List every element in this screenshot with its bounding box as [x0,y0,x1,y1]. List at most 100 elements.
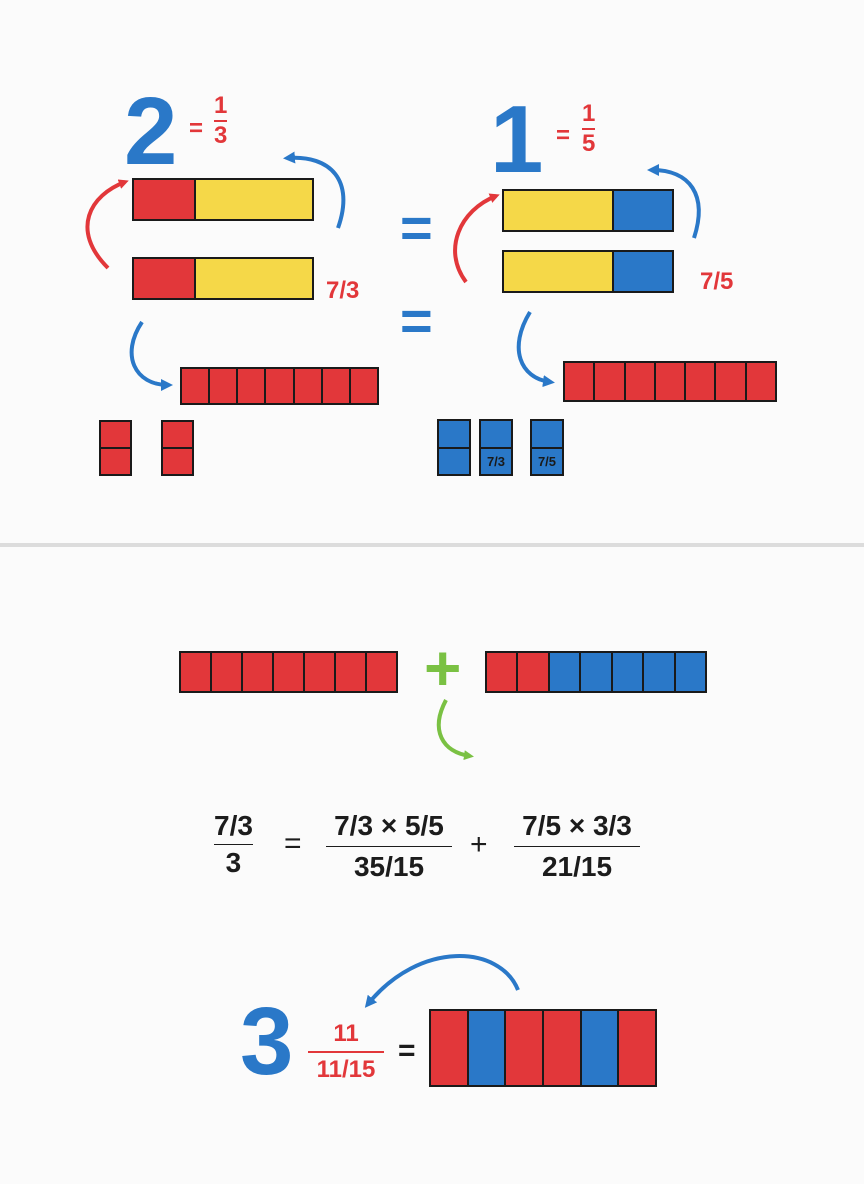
result-cell [579,1011,618,1085]
center-equals-bottom: = [400,289,433,352]
right-fraction: 1 5 [582,100,596,158]
left-strip-top [132,178,314,221]
equation-lhs-numerator: 7/3 [214,810,253,841]
unit-cell [547,653,580,691]
unit-cell [593,363,624,400]
right-strip-bottom [502,250,674,293]
strip-segment-blue [612,252,672,291]
result-equals: = [398,1034,416,1067]
left-strip-label: 7/3 [326,277,360,304]
curved-arrow-blue-bottom [364,954,520,1008]
unit-cell [714,363,745,400]
right-tile-3: 7/5 [530,419,564,476]
unit-cell [264,369,293,403]
tile-half [101,447,130,474]
right-fraction-numerator: 1 [582,100,596,127]
result-fraction-numerator: 11 [333,1020,359,1047]
tile-half [439,421,469,447]
equation-term-2: 7/5 × 3/3 21/15 [514,810,640,883]
equation-term-1: 7/3 × 5/5 35/15 [326,810,452,883]
left-tile-2 [161,420,194,476]
result-fraction-bar [308,1051,384,1053]
unit-cell [334,653,365,691]
right-tile-1 [437,419,471,476]
left-red-units-bar [180,367,379,405]
unit-cell [565,363,594,400]
unit-cell [610,653,643,691]
equation-lhs: 7/3 3 [214,810,253,879]
curved-arrow-red-right [453,193,500,284]
left-small-equals: = [189,115,204,142]
left-strip-bottom [132,257,314,300]
unit-cell [744,363,775,400]
tile-half [163,447,192,474]
unit-cell [181,653,210,691]
unit-cell [623,363,654,400]
result-fraction: 11 11/15 [308,1020,384,1084]
result-bar [429,1009,657,1087]
unit-cell [653,363,685,400]
result-cell [431,1011,467,1085]
result-cell [466,1011,505,1085]
right-strip-label: 7/5 [700,268,734,295]
unit-cell [348,369,377,403]
curved-arrow-blue-down-right [516,310,555,388]
strip-segment-yellow [504,252,612,291]
equation-term-1-denominator: 35/15 [353,851,425,882]
tile-label: 7/5 [532,446,562,475]
left-fraction-bar [214,120,228,122]
unit-cell [292,369,321,403]
unit-cell [579,653,611,691]
strip-segment-yellow [504,191,612,230]
unit-cell [642,653,674,691]
curved-arrow-blue-top-right [647,164,701,239]
tile-half [439,446,469,475]
unit-cell [182,369,209,403]
result-cell [504,1011,543,1085]
result-big-number: 3 [240,988,294,1095]
equation-term-2-denominator: 21/15 [541,851,613,882]
result-cell [617,1011,656,1085]
tile-half [481,421,511,447]
plus-sign: + [424,632,462,704]
equation-plus: + [470,828,488,861]
unit-cell [516,653,548,691]
equation-equals: = [284,827,302,860]
strip-segment-red [134,180,194,219]
unit-cell [487,653,517,691]
result-cell [542,1011,580,1085]
curved-arrow-red-left [85,179,129,270]
right-small-equals: = [556,122,571,149]
right-big-number: 1 [490,86,544,193]
tile-half [101,422,130,447]
right-tile-2: 7/3 [479,419,513,476]
addition-red-bar [179,651,398,693]
tile-half [532,421,562,447]
strip-segment-yellow [194,259,312,298]
unit-cell [210,653,241,691]
unit-cell [673,653,705,691]
left-fraction-denominator: 3 [214,122,228,149]
strip-segment-blue [612,191,672,230]
section-divider [0,543,864,547]
unit-cell [303,653,334,691]
tile-label: 7/3 [481,446,511,475]
unit-cell [272,653,303,691]
equation-term-1-bar [326,846,452,847]
unit-cell [236,369,265,403]
right-fraction-bar [582,128,596,130]
unit-cell [365,653,396,691]
left-big-number: 2 [124,78,178,185]
curved-arrow-blue-top-left [283,151,346,229]
strip-segment-yellow [194,180,312,219]
equation-lhs-bar [214,844,253,845]
unit-cell [241,653,272,691]
left-fraction: 1 3 [214,92,228,150]
unit-cell [684,363,715,400]
equation-term-2-numerator: 7/5 × 3/3 [522,810,632,841]
right-fraction-denominator: 5 [582,130,596,157]
unit-cell [320,369,349,403]
result-fraction-denominator: 11/15 [316,1056,376,1083]
addition-mixed-bar [485,651,707,693]
